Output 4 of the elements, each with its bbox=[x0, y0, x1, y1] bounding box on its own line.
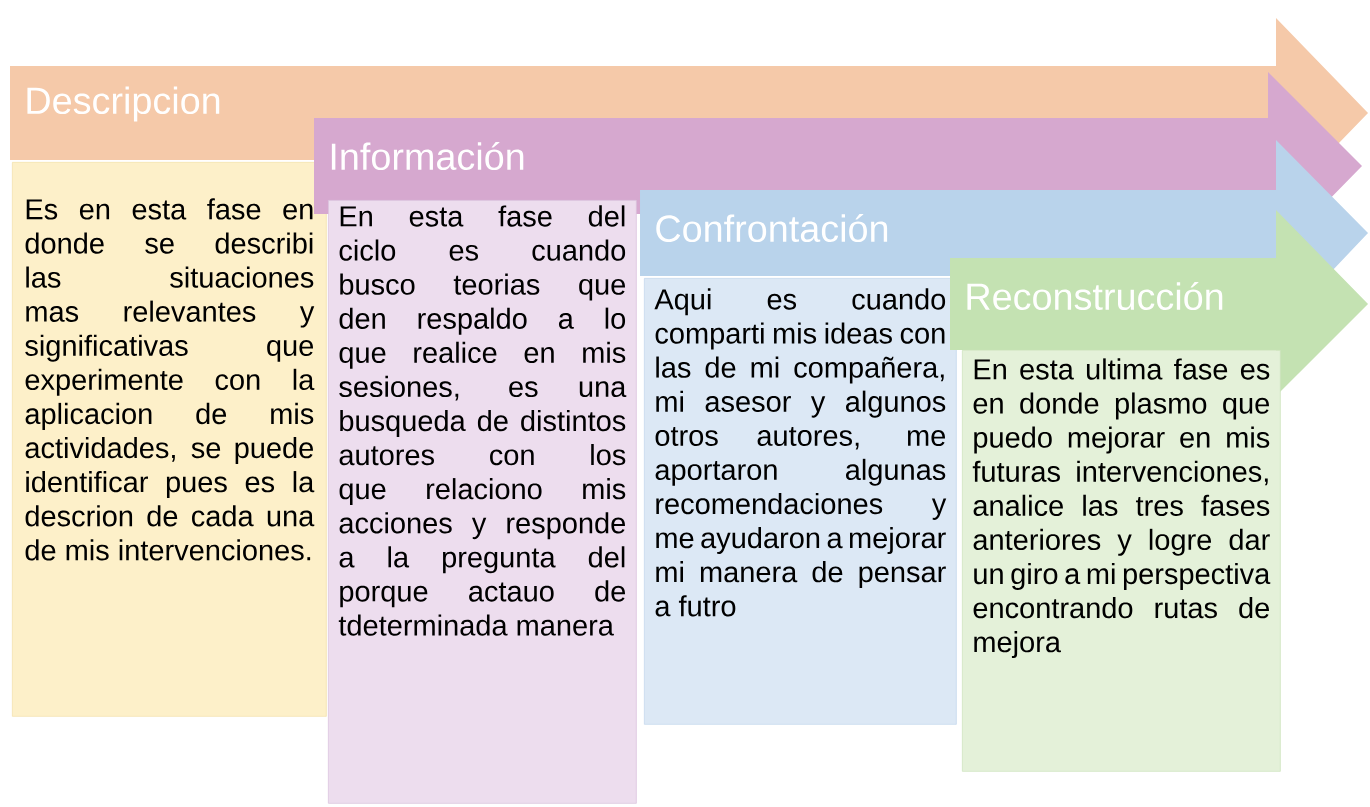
text-box: Es en esta fase en donde se describi las situaciones mas relevantes y significativas que experimente con la aplicacion de mis actividades, se puede identificar pues es la descrion de cada una de mis intervenciones. bbox=[12, 162, 327, 717]
text-box: Aqui es cuando comparti mis ideas con las de mi compañera, mi asesor y algunos otros autores, me aportaron algunas recomendaciones y me ayudaron a mejorar mi manera de pensar a futro bbox=[644, 278, 957, 725]
text-box: En esta fase del ciclo es cuando busco teorias que den respaldo a lo que realice en mis sesiones, es una busqueda de distintos autores con los que relaciono mis acciones y responde a la pregunta del porque actauo de tdeterminada manera bbox=[328, 200, 637, 804]
text-box: En esta ultima fase es en donde plasmo que puedo mejorar en mis futuras intervenciones, analice las tres fases anteriores y logre dar un giro a mi perspectiva encontrando rutas de mejora bbox=[962, 350, 1281, 772]
